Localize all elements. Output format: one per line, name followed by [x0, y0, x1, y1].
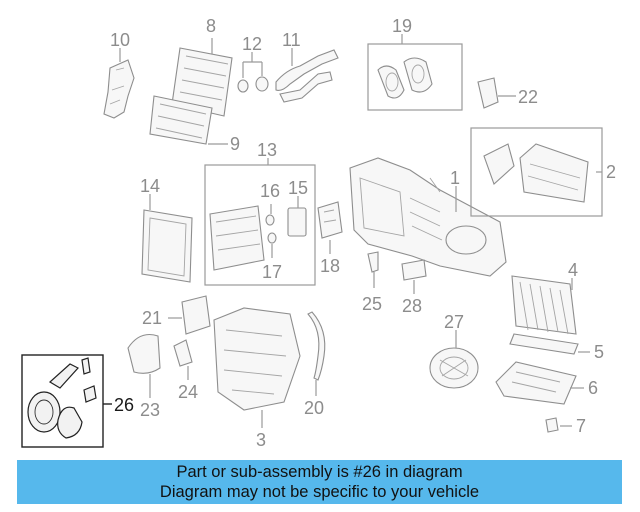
info-banner: Part or sub-assembly is #26 in diagram D… — [17, 460, 622, 504]
part-10-bracket — [103, 48, 135, 119]
callout-12[interactable]: 12 — [242, 34, 262, 54]
callout-18[interactable]: 18 — [320, 256, 340, 276]
callout-24[interactable]: 24 — [178, 382, 198, 402]
callout-6[interactable]: 6 — [588, 378, 598, 398]
part-1-hvac-case — [349, 157, 507, 277]
callout-9[interactable]: 9 — [230, 134, 240, 154]
part-4-cabin-filter — [511, 275, 577, 335]
part-24-sensor — [173, 339, 193, 380]
part-11-pipe — [275, 48, 339, 103]
callout-26[interactable]: 26 — [114, 395, 134, 415]
part-7-screw — [545, 417, 572, 433]
part-5-cover — [509, 333, 590, 355]
callout-19[interactable]: 19 — [392, 16, 412, 36]
part-3-lower-case — [213, 307, 301, 428]
part-9-heater-core — [149, 95, 228, 145]
callout-14[interactable]: 14 — [140, 176, 160, 196]
callout-22[interactable]: 22 — [518, 87, 538, 107]
banner-line-1: Part or sub-assembly is #26 in diagram — [176, 463, 463, 481]
callout-23[interactable]: 23 — [140, 400, 160, 420]
callout-21[interactable]: 21 — [142, 308, 162, 328]
group-13-box — [204, 158, 316, 286]
part-18-sensor — [317, 201, 343, 254]
callout-28[interactable]: 28 — [402, 296, 422, 316]
part-25-fastener — [367, 251, 379, 288]
callout-16[interactable]: 16 — [260, 181, 280, 201]
parts-diagram: 10 8 12 11 19 9 22 13 2 14 16 15 1 17 18… — [21, 16, 616, 450]
callout-20[interactable]: 20 — [304, 398, 324, 418]
part-8-evaporator — [171, 38, 233, 117]
callout-4[interactable]: 4 — [568, 260, 578, 280]
banner-line-2: Diagram may not be specific to your vehi… — [159, 483, 480, 501]
callout-8[interactable]: 8 — [206, 16, 216, 36]
part-20-hose — [307, 311, 326, 396]
part-14-filter-frame — [141, 194, 193, 283]
part-21-actuator — [168, 295, 211, 335]
group-19-box — [367, 34, 463, 111]
part-26-blower-assembly — [21, 354, 112, 448]
part-6-tray — [495, 361, 584, 405]
part-23-motor — [127, 333, 161, 398]
part-28-connector — [401, 259, 427, 294]
group-2-box — [470, 127, 603, 217]
callout-13[interactable]: 13 — [257, 140, 277, 160]
part-12-o-rings — [237, 52, 269, 93]
callout-17[interactable]: 17 — [262, 262, 282, 282]
callout-11[interactable]: 11 — [282, 30, 301, 50]
part-22-clip — [477, 77, 516, 109]
callout-15[interactable]: 15 — [288, 178, 308, 198]
callout-2[interactable]: 2 — [606, 162, 616, 182]
part-27-blower-motor — [429, 330, 479, 389]
callout-3[interactable]: 3 — [256, 430, 266, 450]
callout-25[interactable]: 25 — [362, 294, 382, 314]
callout-10[interactable]: 10 — [110, 30, 130, 50]
callout-7[interactable]: 7 — [576, 416, 586, 436]
callout-27[interactable]: 27 — [444, 312, 464, 332]
callout-1[interactable]: 1 — [450, 168, 460, 188]
callout-5[interactable]: 5 — [594, 342, 604, 362]
